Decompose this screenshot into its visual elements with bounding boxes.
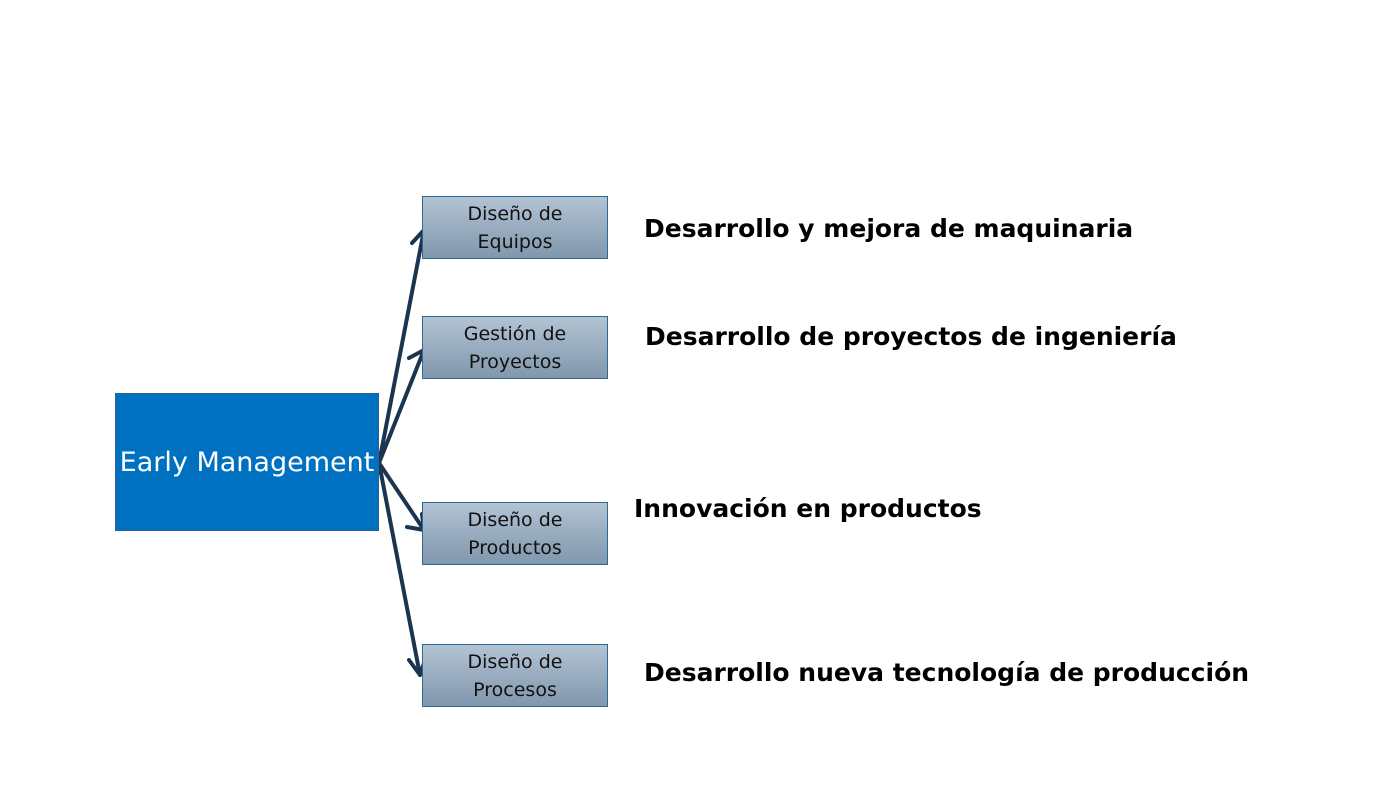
node-line1: Diseño de [467,202,563,225]
node-gestion-proyectos: Gestión de Proyectos [422,316,608,379]
node-diseno-productos: Diseño de Productos [422,502,608,565]
node-line2: Proyectos [468,350,562,373]
root-label: Early Management [119,446,375,478]
early-management-node: Early Management [115,393,379,531]
node-line1: Diseño de [467,508,563,531]
node-line2: Equipos [477,230,553,253]
node-line1: Gestión de [463,322,567,345]
description-procesos: Desarrollo nueva tecnología de producció… [644,658,1250,687]
node-diseno-procesos: Diseño de Procesos [422,644,608,707]
description-equipos: Desarrollo y mejora de maquinaria [644,214,1134,243]
description-productos: Innovación en productos [634,494,982,523]
node-line2: Procesos [473,678,557,701]
node-line2: Productos [468,536,562,559]
node-diseno-equipos: Diseño de Equipos [422,196,608,259]
node-line1: Diseño de [467,650,563,673]
description-proyectos: Desarrollo de proyectos de ingeniería [645,322,1177,351]
arrow-proyectos [377,348,427,465]
